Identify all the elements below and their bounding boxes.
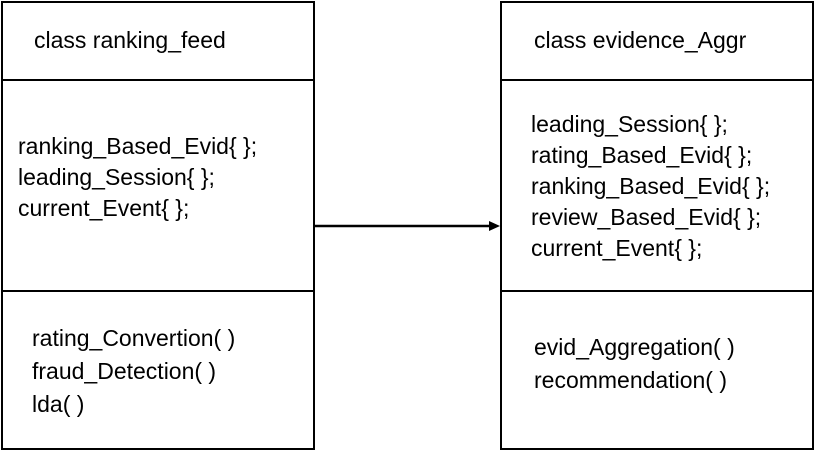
title-divider [3,79,313,81]
method-item: recommendation( ) [534,367,728,393]
attributes-divider [3,290,313,292]
method-item: evid_Aggregation( ) [534,334,735,360]
attribute-item: review_Based_Evid{ }; [531,204,762,230]
method-item: lda( ) [32,391,85,417]
attribute-list: leading_Session{ }; rating_Based_Evid{ }… [531,109,770,264]
method-list: evid_Aggregation( ) recommendation( ) [534,331,735,397]
class-title: class ranking_feed [34,27,226,53]
method-list: rating_Convertion( ) fraud_Detection( ) … [32,322,235,421]
attributes-divider [502,290,812,292]
attribute-item: ranking_Based_Evid{ }; [18,133,258,159]
title-divider [502,79,812,81]
method-item: fraud_Detection( ) [32,358,217,384]
class-title: class evidence_Aggr [534,27,747,53]
attribute-item: leading_Session{ }; [18,164,215,190]
attribute-item: current_Event{ }; [531,235,703,261]
class-box-evidence-aggr: class evidence_Aggr leading_Session{ }; … [500,1,814,450]
attribute-item: current_Event{ }; [18,195,190,221]
attribute-item: rating_Based_Evid{ }; [531,142,753,168]
attribute-item: leading_Session{ }; [531,111,728,137]
arrow-head [489,221,500,231]
attribute-item: ranking_Based_Evid{ }; [531,173,771,199]
method-item: rating_Convertion( ) [32,325,236,351]
attribute-list: ranking_Based_Evid{ }; leading_Session{ … [18,131,257,224]
class-box-ranking-feed: class ranking_feed ranking_Based_Evid{ }… [1,1,315,450]
